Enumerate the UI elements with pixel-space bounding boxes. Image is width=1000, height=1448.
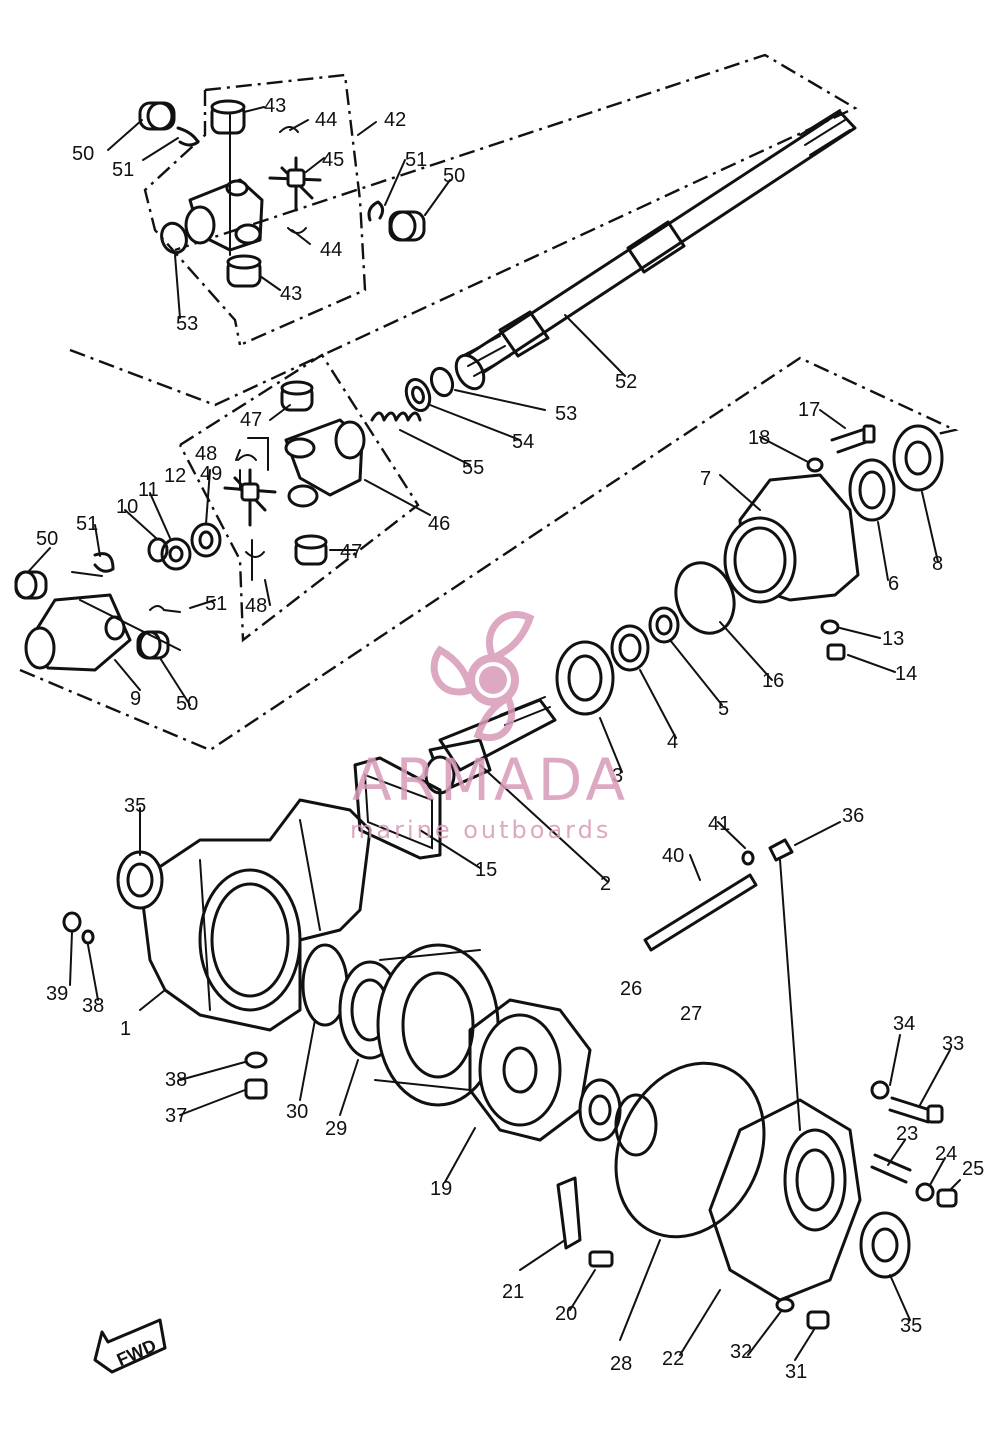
callout-16: 16 [762, 670, 784, 692]
callout-33: 33 [942, 1033, 964, 1055]
yoke [14, 552, 181, 672]
callout-36: 36 [842, 805, 864, 827]
callout-30: 30 [286, 1101, 308, 1123]
callout-2: 2 [600, 873, 611, 895]
callout-25: 25 [962, 1158, 984, 1180]
watermark-tagline: marine outboards [350, 816, 611, 844]
callout-21: 21 [502, 1281, 524, 1303]
callout-40: 40 [662, 845, 684, 867]
callout-27: 27 [680, 1003, 702, 1025]
callout-15: 15 [475, 859, 497, 881]
upper-u-joint [184, 99, 322, 288]
callout-19: 19 [430, 1178, 452, 1200]
callout-52: 52 [615, 371, 637, 393]
callout-35-upper: 35 [124, 795, 146, 817]
callout-7: 7 [700, 468, 711, 490]
callout-34: 34 [893, 1013, 915, 1035]
callout-50-d: 50 [176, 693, 198, 715]
middle-u-joint [223, 380, 366, 581]
callout-49: 49 [200, 463, 222, 485]
upper-shaft-assembly-outline [69, 53, 858, 407]
callout-50-a: 50 [72, 143, 94, 165]
callout-41: 41 [708, 813, 730, 835]
callout-54: 54 [512, 431, 534, 453]
shaft-washers-spring [370, 366, 455, 422]
callout-38-upper: 38 [82, 995, 104, 1017]
ring-gear [301, 943, 500, 1107]
callout-4: 4 [667, 731, 678, 753]
callout-43-lower: 43 [280, 283, 302, 305]
callout-42: 42 [384, 109, 406, 131]
propeller-logo [430, 610, 535, 742]
callout-50-c: 50 [36, 528, 58, 550]
callout-44-lower: 44 [320, 239, 342, 261]
callout-55: 55 [462, 457, 484, 479]
callout-9: 9 [130, 688, 141, 710]
callout-47-upper: 47 [240, 409, 262, 431]
callout-1: 1 [120, 1018, 131, 1040]
callout-45: 45 [322, 149, 344, 171]
callout-28: 28 [610, 1353, 632, 1375]
callout-37: 37 [165, 1105, 187, 1127]
leader-lines [27, 106, 961, 1361]
watermark-brand: ARMADA [352, 746, 629, 814]
callout-13: 13 [882, 628, 904, 650]
callout-17: 17 [798, 399, 820, 421]
callout-11: 11 [138, 479, 159, 501]
pinion-gear [424, 696, 557, 795]
callout-5: 5 [718, 698, 729, 720]
callout-50-b: 50 [443, 165, 465, 187]
callout-48-lower: 48 [245, 595, 267, 617]
callout-48-upper: 48 [195, 443, 217, 465]
bearing-housing [723, 424, 944, 661]
driveshaft [454, 109, 857, 391]
callout-51-a: 51 [112, 159, 134, 181]
callout-53-upper: 53 [176, 313, 198, 335]
yoke-washers [147, 522, 222, 571]
callout-22: 22 [662, 1348, 684, 1370]
callout-10: 10 [116, 496, 138, 518]
callout-12: 12 [164, 465, 186, 487]
callout-14: 14 [895, 663, 917, 685]
bearings-oring [555, 561, 736, 716]
callout-26: 26 [620, 978, 642, 1000]
gear-case-cover [708, 1080, 958, 1330]
gasket [353, 756, 442, 860]
callout-51-d: 51 [205, 593, 227, 615]
middle-u-joint-outline [19, 353, 959, 752]
callout-44-upper: 44 [315, 109, 337, 131]
callout-8: 8 [932, 553, 943, 575]
gear-case [62, 798, 372, 1100]
callout-20: 20 [555, 1303, 577, 1325]
callout-6: 6 [888, 573, 899, 595]
callout-18: 18 [748, 427, 770, 449]
callout-38-lower: 38 [165, 1069, 187, 1091]
fwd-arrow: FWD [93, 1318, 167, 1374]
callout-24: 24 [935, 1143, 957, 1165]
callout-31: 31 [785, 1361, 807, 1383]
upper-right-bearing-cap [367, 200, 426, 242]
upper-left-bearing-cap [138, 101, 200, 147]
callout-47-lower: 47 [340, 541, 362, 563]
callout-46: 46 [428, 513, 450, 535]
breather [643, 838, 801, 1131]
callout-39: 39 [46, 983, 68, 1005]
callout-3: 3 [612, 765, 623, 787]
callout-29: 29 [325, 1118, 347, 1140]
differential [468, 998, 766, 1239]
callout-53-lower: 53 [555, 403, 577, 425]
upper-circlip [160, 221, 188, 255]
callout-23: 23 [896, 1123, 918, 1145]
callout-51-b: 51 [405, 149, 427, 171]
callout-labels: 1 2 3 4 5 6 7 8 9 10 11 12 13 14 15 16 1… [36, 95, 984, 1383]
callout-51-c: 51 [76, 513, 98, 535]
watermark: ARMADA marine outboards [350, 610, 629, 844]
lock-plate-bolt [556, 1176, 614, 1268]
fwd-label: FWD [114, 1335, 160, 1370]
callout-43-upper: 43 [264, 95, 286, 117]
callout-35-lower: 35 [900, 1315, 922, 1337]
callout-32: 32 [730, 1341, 752, 1363]
